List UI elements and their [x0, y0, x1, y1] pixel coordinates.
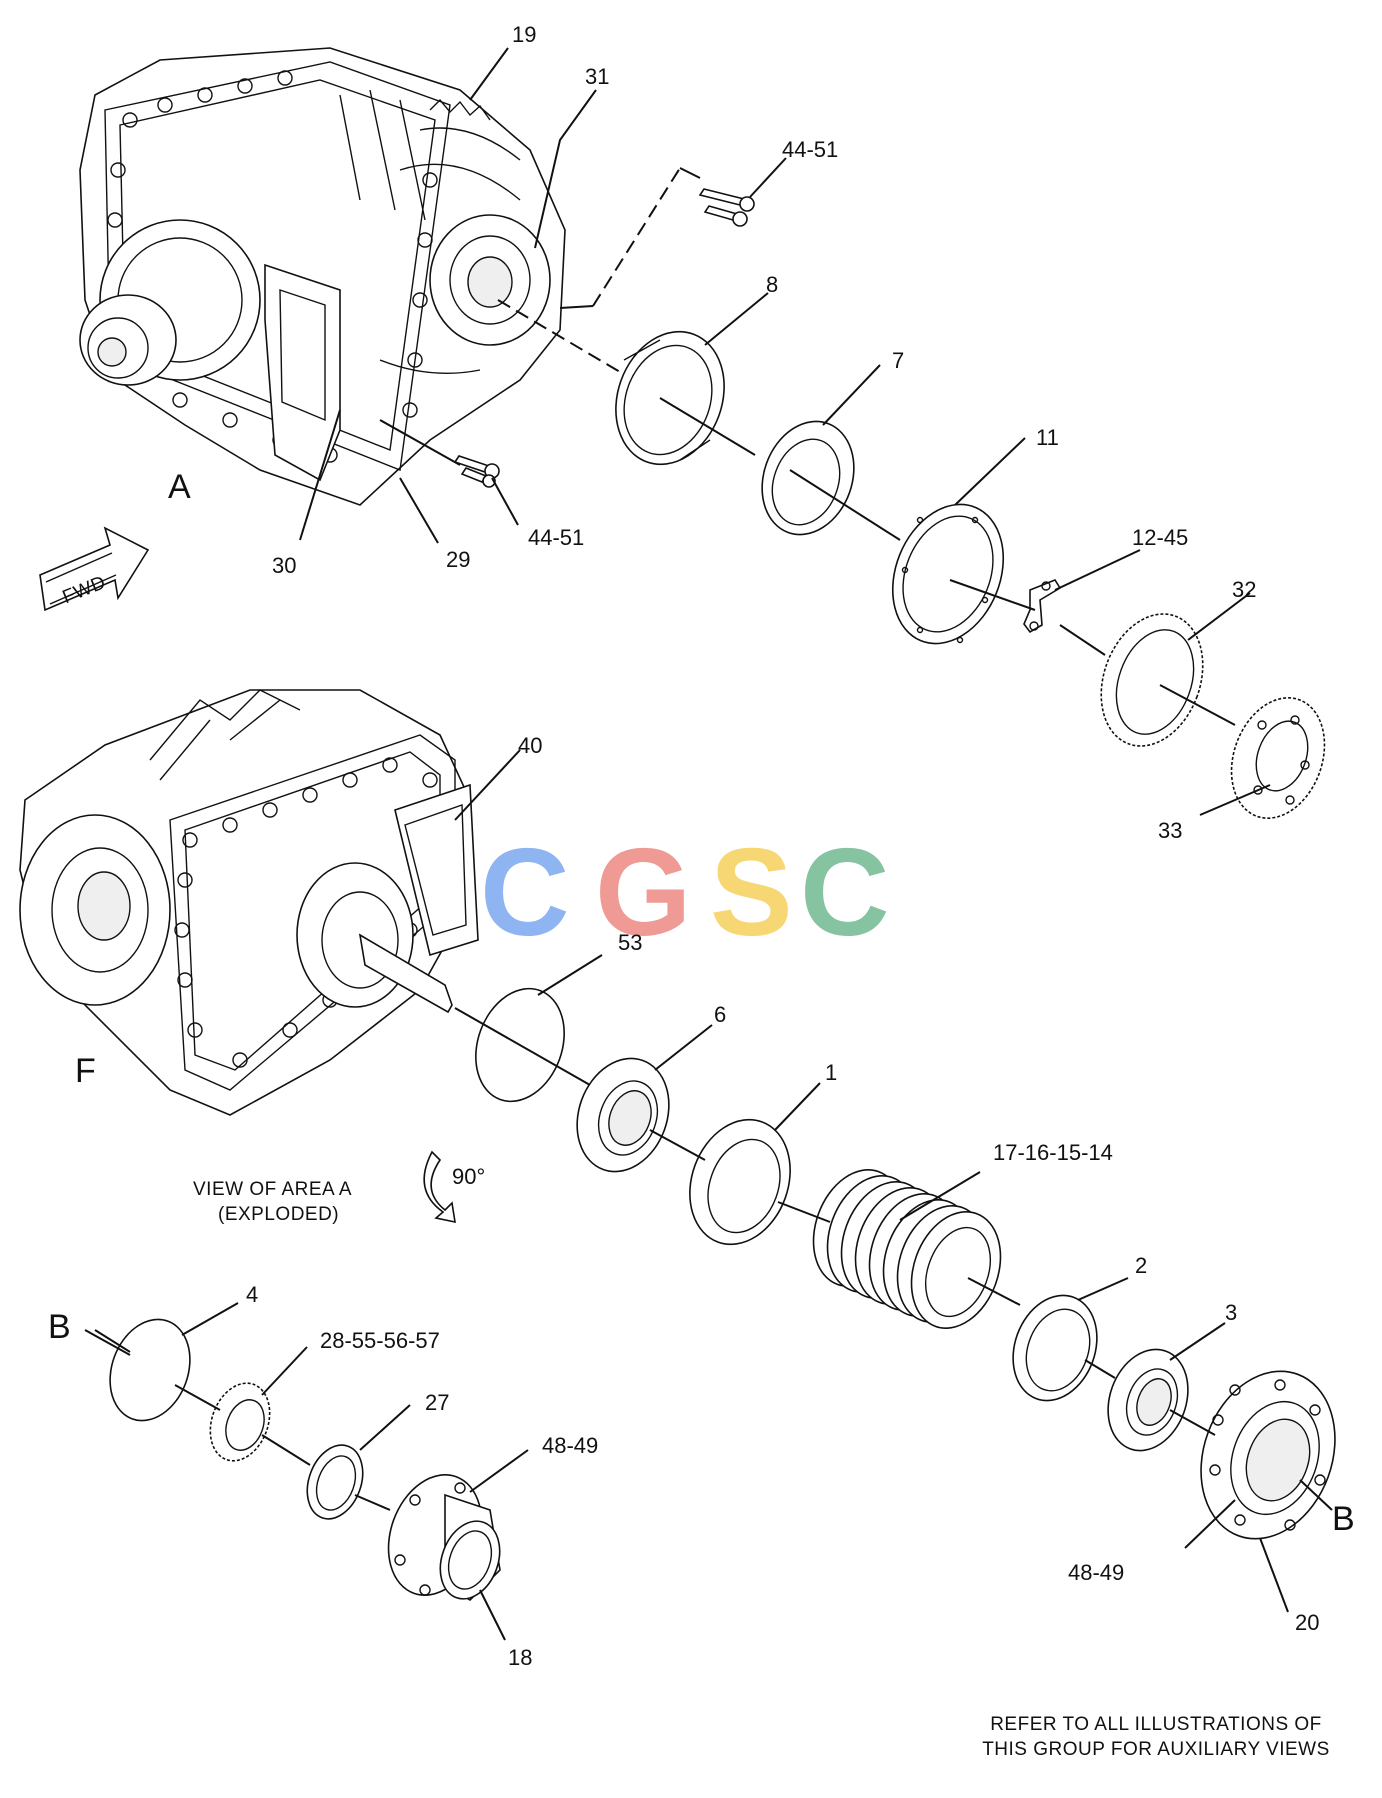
cage-20	[1200, 1370, 1336, 1540]
gear-33	[1230, 697, 1326, 819]
callout-7: 7	[892, 348, 904, 373]
view-letter-b-left: B	[48, 1308, 71, 1346]
oring-4	[109, 1318, 191, 1422]
callout-27: 27	[425, 1390, 449, 1415]
callout-11: 11	[1036, 425, 1059, 450]
housing-upper-illustration	[79, 47, 566, 506]
leader-lines	[94, 47, 1333, 1641]
cone-7	[761, 420, 855, 536]
gear-28-55-56-57	[209, 1382, 271, 1462]
cone-6	[576, 1057, 670, 1173]
callout-6: 6	[714, 1002, 726, 1027]
callout-44-51-top: 44-51	[782, 137, 838, 162]
callout-8: 8	[766, 272, 778, 297]
callout-1: 1	[825, 1060, 837, 1085]
cgsc-watermark: C G S C	[480, 824, 890, 962]
seal-27	[306, 1444, 364, 1520]
view-letter-f: F	[75, 1052, 96, 1090]
cup-8	[615, 330, 725, 466]
lock-12-45	[1023, 579, 1062, 634]
shim-11	[891, 503, 1005, 645]
cage-18	[387, 1474, 501, 1602]
bolts-44-51-middle	[453, 455, 500, 488]
callout-3: 3	[1225, 1300, 1237, 1325]
callout-32: 32	[1232, 577, 1256, 602]
housing-lower-illustration	[19, 689, 479, 1116]
callout-19: 19	[512, 22, 536, 47]
callout-53: 53	[618, 930, 642, 955]
bolts-44-51-top	[698, 188, 755, 227]
view-letter-b-right: B	[1332, 1500, 1355, 1538]
footer-note-line2: THIS GROUP FOR AUXILIARY VIEWS	[982, 1739, 1330, 1760]
callout-17-16-15-14: 17-16-15-14	[993, 1140, 1113, 1165]
watermark-letter-g: G	[595, 824, 691, 962]
callout-48-49-left: 48-49	[542, 1433, 598, 1458]
callout-33: 33	[1158, 818, 1182, 843]
cup-1	[689, 1118, 791, 1246]
view-letter-a: A	[168, 468, 191, 506]
view-caption-line1: VIEW OF AREA A	[193, 1179, 352, 1200]
callout-28-55-56-57: 28-55-56-57	[320, 1328, 440, 1353]
callout-20: 20	[1295, 1610, 1319, 1635]
callout-44-51-middle: 44-51	[528, 525, 584, 550]
fwd-arrow-icon: FWD	[39, 526, 150, 612]
cone-3	[1107, 1348, 1189, 1452]
callout-48-49-right: 48-49	[1068, 1560, 1124, 1585]
footer-note-line1: REFER TO ALL ILLUSTRATIONS OF	[990, 1714, 1322, 1735]
callout-12-45: 12-45	[1132, 525, 1188, 550]
watermark-letter-c2: C	[800, 824, 890, 962]
watermark-letter-c1: C	[480, 824, 570, 962]
callout-29: 29	[446, 547, 470, 572]
callout-30: 30	[272, 553, 296, 578]
gear-32	[1100, 613, 1204, 747]
view-caption-line2: (EXPLODED)	[218, 1204, 339, 1225]
callout-31: 31	[585, 64, 609, 89]
rotation-label: 90°	[452, 1164, 485, 1189]
callout-4: 4	[246, 1282, 258, 1307]
callout-18: 18	[508, 1645, 532, 1670]
callout-40: 40	[518, 733, 542, 758]
rotate-90-icon: 90°	[423, 1150, 485, 1224]
spacers-17-16-15-14	[812, 1169, 1002, 1329]
watermark-letter-s: S	[710, 824, 793, 962]
callout-2: 2	[1135, 1253, 1147, 1278]
